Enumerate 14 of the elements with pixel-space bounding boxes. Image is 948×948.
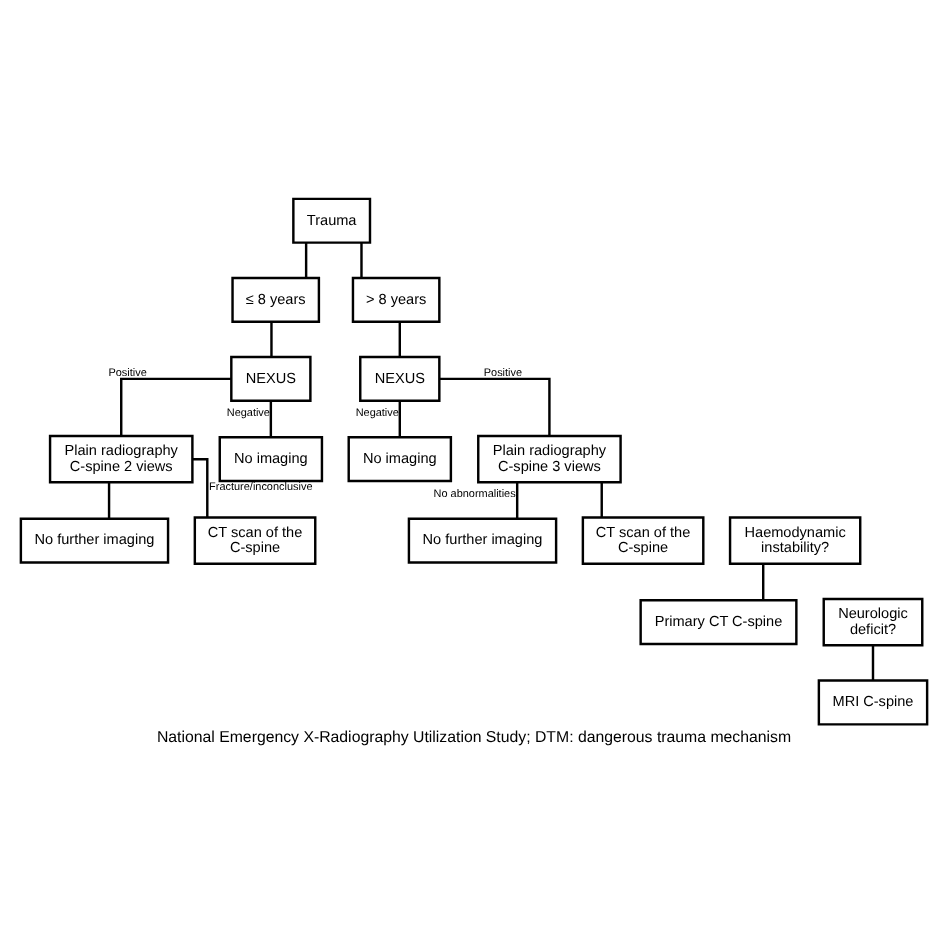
- connector: [107, 481, 111, 518]
- connector: [398, 320, 401, 356]
- connector: [269, 399, 273, 437]
- connector: [398, 399, 401, 437]
- connector: [439, 376, 551, 435]
- connector: [192, 456, 209, 517]
- connector: [120, 376, 232, 435]
- connector: [600, 481, 603, 517]
- connector: [515, 481, 519, 518]
- connector: [270, 320, 273, 356]
- connector: [304, 241, 308, 277]
- connector: [871, 644, 875, 680]
- connector: [360, 241, 363, 277]
- connector: [762, 562, 765, 599]
